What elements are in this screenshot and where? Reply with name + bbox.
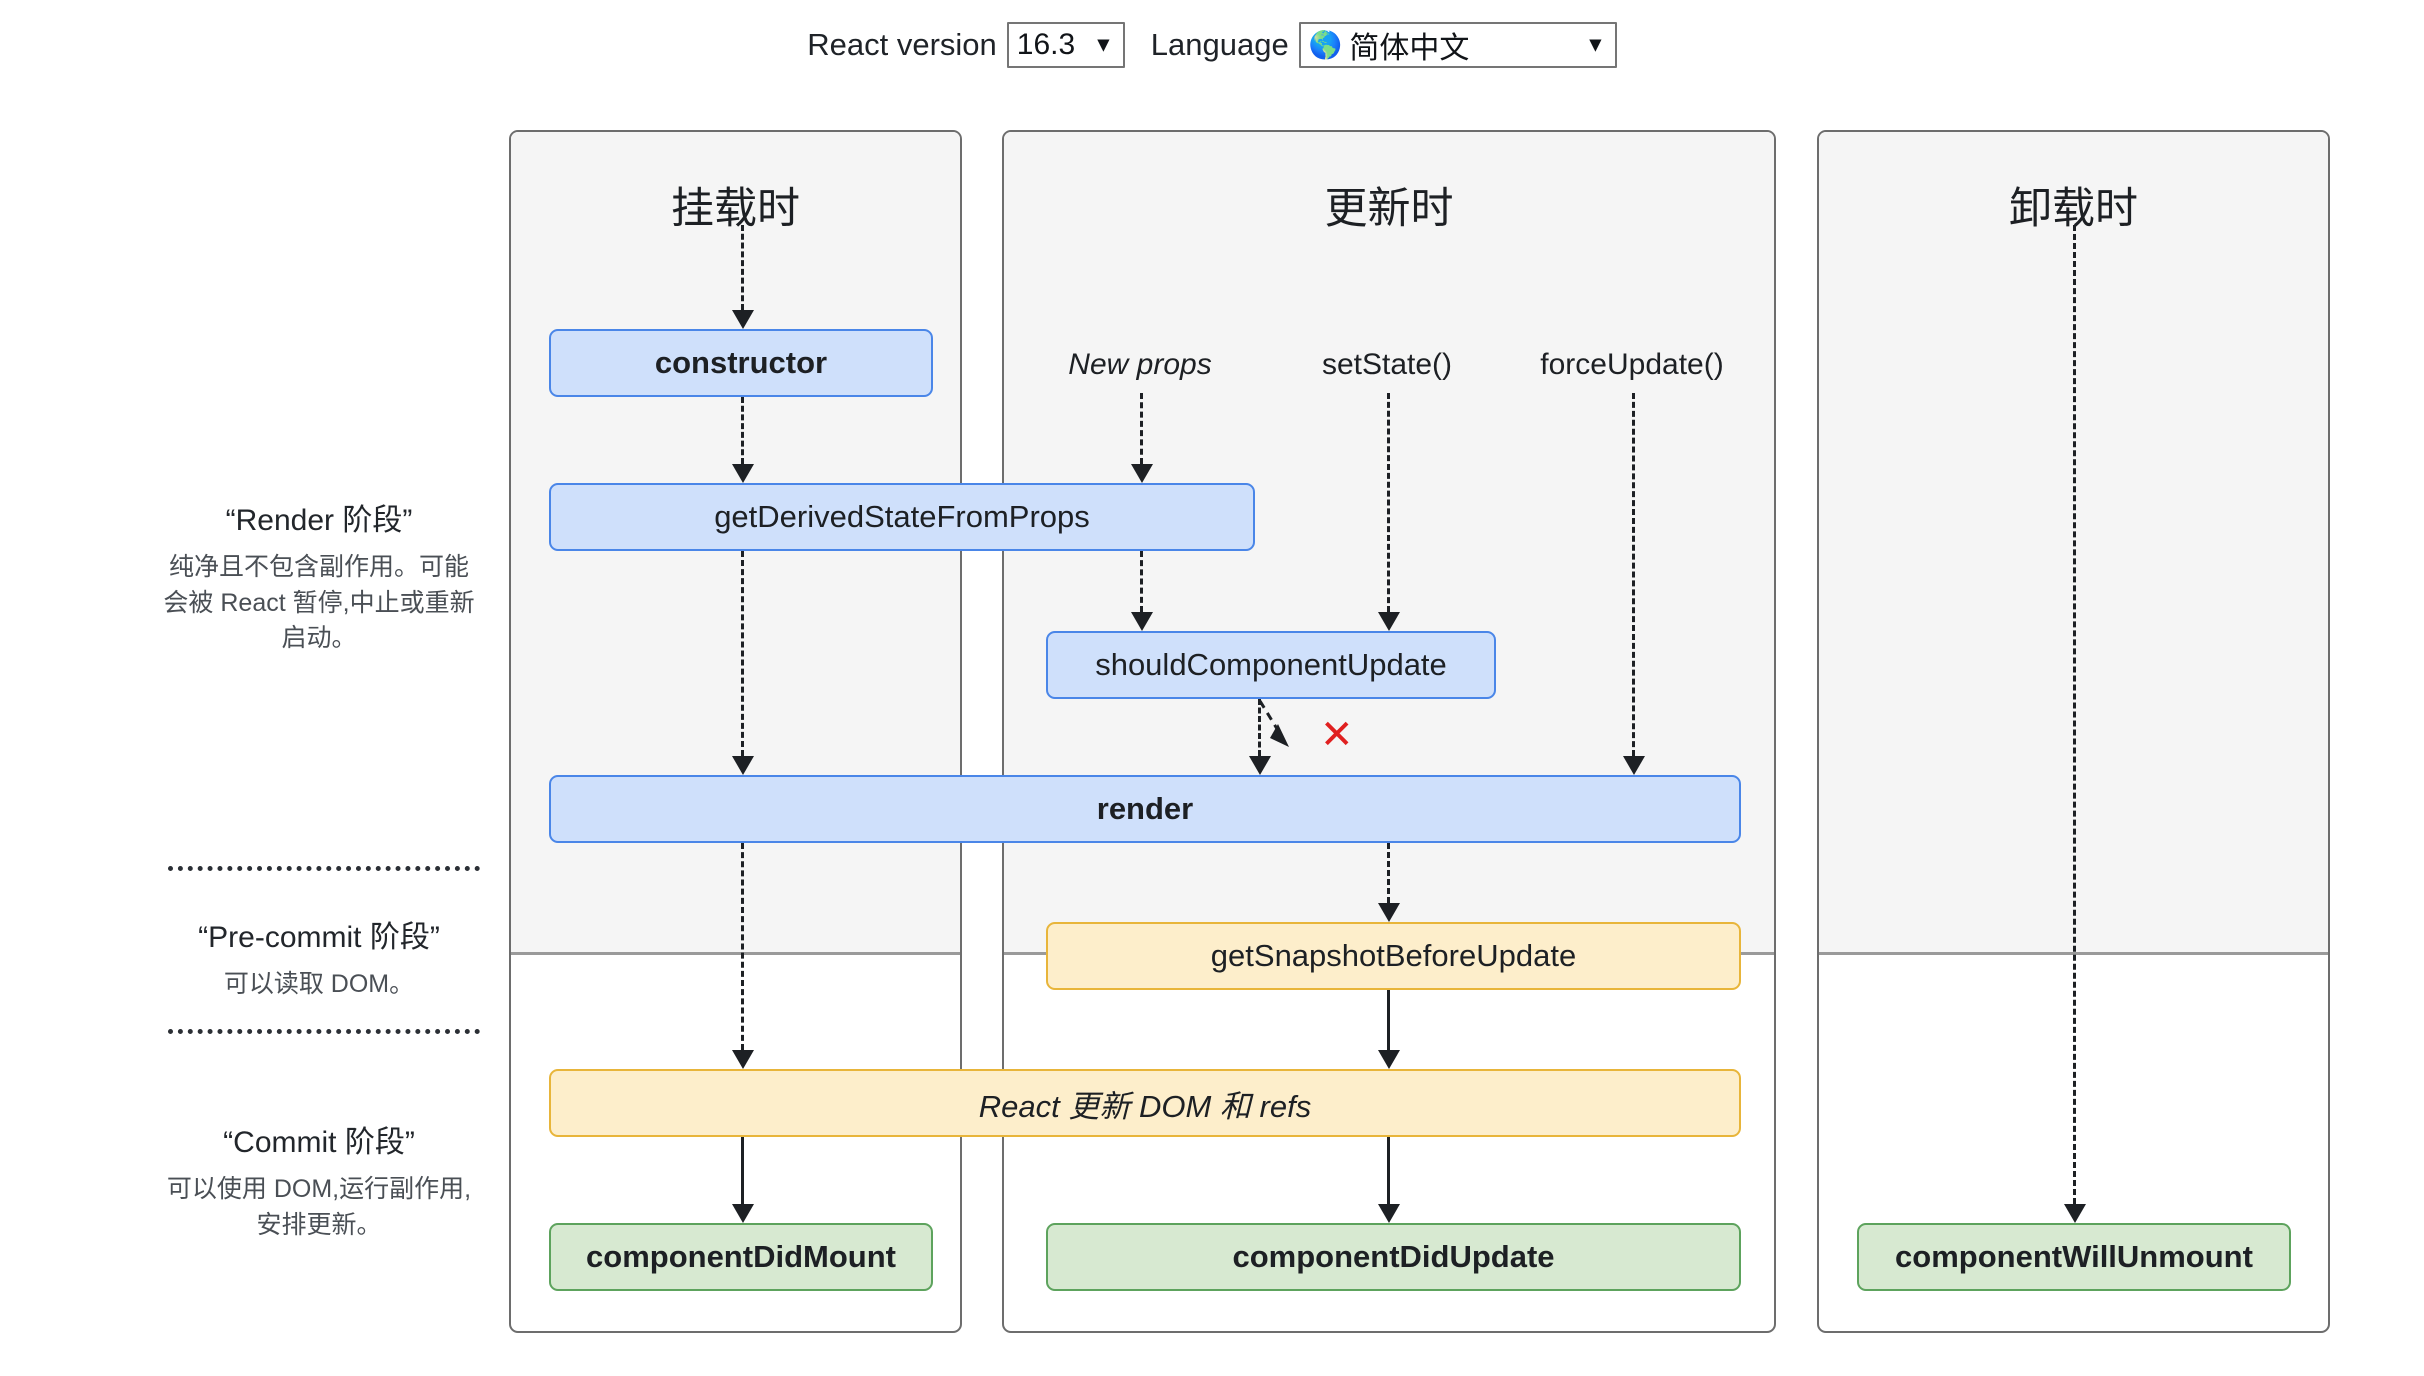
node-react-updates-dom: React 更新 DOM 和 refs [549, 1069, 1741, 1137]
phase-title: “Commit 阶段” [223, 1126, 415, 1159]
phase-legend-render: “Render 阶段” 纯净且不包含副作用。可能会被 React 暂停,中止或重… [158, 495, 480, 657]
node-get-derived-state-from-props[interactable]: getDerivedStateFromProps [549, 483, 1255, 551]
phase-title: “Pre-commit 阶段” [198, 921, 440, 954]
arrow-scu-skip-branch [1258, 700, 1289, 747]
phase-description: 可以使用 DOM,运行副作用,安排更新。 [166, 1175, 472, 1239]
node-render[interactable]: render [549, 775, 1741, 843]
column-title: 更新时 [1324, 185, 1454, 233]
trigger-set-state: setState() [1321, 348, 1453, 381]
react-version-label: React version [807, 27, 997, 62]
column-title: 卸载时 [2009, 185, 2138, 233]
language-control: Language 🌎 简体中文 ▼ [1151, 22, 1617, 68]
phase-description: 可以读取 DOM。 [223, 970, 415, 998]
node-should-component-update[interactable]: shouldComponentUpdate [1046, 631, 1496, 699]
trigger-new-props: New props [1068, 348, 1212, 381]
react-version-control: React version 16.3 ▼ [807, 22, 1125, 68]
language-select[interactable]: 🌎 简体中文 ▼ [1298, 22, 1617, 68]
phase-title: “Render 阶段” [225, 504, 413, 537]
react-version-select[interactable]: 16.3 ▼ [1006, 22, 1125, 68]
chevron-down-icon: ▼ [1093, 33, 1114, 57]
chevron-down-icon: ▼ [1584, 33, 1606, 57]
diagram-controls: React version 16.3 ▼ Language 🌎 简体中文 ▼ [0, 22, 2424, 68]
globe-icon: 🌎 [1308, 30, 1343, 60]
node-constructor[interactable]: constructor [549, 329, 933, 397]
phase-description: 纯净且不包含副作用。可能会被 React 暂停,中止或重新启动。 [163, 553, 475, 652]
skip-update-icon: ✕ [1320, 713, 1354, 757]
node-component-did-update[interactable]: componentDidUpdate [1046, 1223, 1741, 1291]
phase-legend-commit: “Commit 阶段” 可以使用 DOM,运行副作用,安排更新。 [158, 1117, 480, 1243]
react-version-value: 16.3 [1016, 28, 1076, 61]
language-label: Language [1150, 27, 1289, 62]
trigger-force-update: forceUpdate() [1540, 348, 1724, 381]
phase-divider-top [168, 866, 480, 871]
language-value: 简体中文 [1349, 32, 1470, 65]
phase-divider-bottom [168, 1029, 480, 1034]
node-component-will-unmount[interactable]: componentWillUnmount [1857, 1223, 2291, 1291]
node-component-did-mount[interactable]: componentDidMount [549, 1223, 933, 1291]
column-title: 挂载时 [671, 185, 800, 233]
node-get-snapshot-before-update[interactable]: getSnapshotBeforeUpdate [1046, 922, 1741, 990]
phase-legend-pre-commit: “Pre-commit 阶段” 可以读取 DOM。 [158, 912, 480, 1003]
